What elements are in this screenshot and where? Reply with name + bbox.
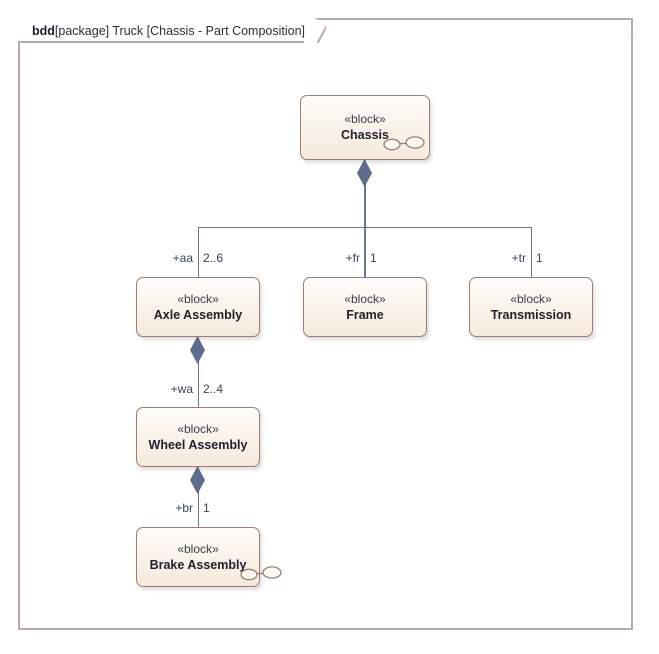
block-name-brake-assembly: Brake Assembly	[149, 557, 283, 580]
block-stereotype: «block»	[344, 291, 386, 306]
composition-diamond-axle	[190, 336, 205, 364]
block-stereotype: «block»	[177, 541, 219, 556]
frame-tab-corner	[304, 18, 326, 43]
edge-role-chassis-transmission: +tr	[511, 251, 526, 265]
block-name-wheel-assembly: Wheel Assembly	[148, 437, 248, 452]
edge-multiplicity-chassis-axle: 2..6	[203, 251, 224, 265]
frame-tab-label: bdd[package] Truck [Chassis - Part Compo…	[26, 24, 305, 38]
connector-axle-wheel	[197, 337, 199, 407]
connector-chassis-stem	[364, 160, 366, 228]
frame-tab-rest: [package] Truck [Chassis - Part Composit…	[54, 23, 306, 38]
block-chassis[interactable]: «block» Chassis	[300, 95, 430, 160]
edge-multiplicity-chassis-transmission: 1	[536, 251, 543, 265]
frame-tab-kind: bdd	[32, 23, 55, 38]
edge-role-axle-wheel: +wa	[170, 382, 193, 396]
composition-diamond-chassis	[357, 159, 372, 187]
block-stereotype: «block»	[510, 291, 552, 306]
frame-tab-shape	[18, 18, 304, 43]
block-transmission[interactable]: «block» Transmission	[469, 277, 593, 337]
composition-diamond-wheel	[190, 466, 205, 494]
connector-drop-axle	[197, 227, 199, 277]
diagram-frame-header: bdd[package] Truck [Chassis - Part Compo…	[18, 18, 306, 43]
edge-multiplicity-axle-wheel: 2..4	[203, 382, 224, 396]
edge-role-chassis-frame: +fr	[345, 251, 360, 265]
block-axle-assembly[interactable]: «block» Axle Assembly	[136, 277, 260, 337]
block-name-transmission: Transmission	[490, 307, 572, 322]
block-stereotype: «block»	[344, 112, 386, 126]
block-stereotype: «block»	[177, 421, 219, 436]
edge-role-chassis-axle: +aa	[172, 251, 193, 265]
connector-drop-transmission	[530, 227, 532, 277]
block-name-frame: Frame	[346, 307, 384, 322]
block-stereotype: «block»	[177, 291, 219, 306]
block-name-text: Brake Assembly	[149, 557, 247, 572]
block-wheel-assembly[interactable]: «block» Wheel Assembly	[136, 407, 260, 467]
link-ellipses-icon	[383, 136, 425, 151]
block-frame[interactable]: «block» Frame	[303, 277, 427, 337]
block-name-text: Chassis	[341, 128, 389, 142]
edge-multiplicity-chassis-frame: 1	[370, 251, 377, 265]
block-name-chassis: Chassis	[341, 127, 425, 151]
connector-wheel-brake	[197, 467, 199, 527]
block-name-axle-assembly: Axle Assembly	[153, 307, 243, 322]
edge-multiplicity-wheel-brake: 1	[203, 501, 210, 515]
connector-drop-frame	[364, 227, 366, 277]
edge-role-wheel-brake: +br	[175, 501, 193, 515]
block-brake-assembly[interactable]: «block» Brake Assembly	[136, 527, 283, 587]
